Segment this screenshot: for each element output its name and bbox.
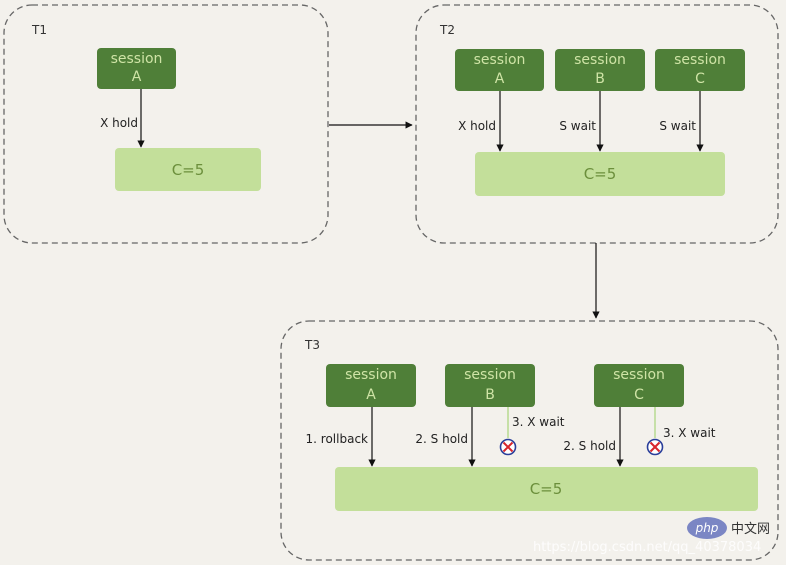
t3-record-box: [335, 467, 758, 511]
t3-edge-a-label: 1. rollback: [306, 432, 369, 446]
t2-session-b: session B: [555, 49, 645, 91]
t2-session-c: session C: [655, 49, 745, 91]
frame-t3-border: [280, 320, 779, 561]
t2-session-a-word: session: [474, 52, 526, 68]
t3-edge-b-wait-label: 3. X wait: [512, 415, 565, 429]
t3-session-b-name: B: [485, 387, 495, 403]
frame-t2: T2 session A session B session C X hold …: [415, 4, 779, 244]
t1-record-box: [115, 148, 261, 191]
t3-session-c-name: C: [634, 387, 644, 403]
t1-session-a: session A: [97, 48, 176, 89]
t3-session-c-box: [594, 364, 684, 407]
frame-t3: T3 session A session B session C 1. roll…: [280, 320, 779, 561]
t2-session-c-box: [655, 49, 745, 91]
t2-session-c-word: session: [674, 52, 726, 68]
frame-t2-border: [415, 4, 779, 244]
t3-edge-b-hold-label: 2. S hold: [415, 432, 468, 446]
t2-session-b-word: session: [574, 52, 626, 68]
t3-edge-c-hold-label: 2. S hold: [563, 439, 616, 453]
t2-session-a-box: [455, 49, 544, 91]
t2-edge-b-label: S wait: [559, 119, 596, 133]
t1-record-text: C=5: [172, 161, 205, 179]
frame-t2-label: T2: [439, 23, 455, 37]
t3-session-b-word: session: [464, 367, 516, 383]
t3-edge-c-wait-label: 3. X wait: [663, 426, 716, 440]
t2-edge-c-label: S wait: [659, 119, 696, 133]
t1-record: C=5: [115, 148, 261, 191]
watermark-logo: php: [695, 521, 719, 535]
t3-session-a-box: [326, 364, 416, 407]
t2-record-box: [475, 152, 725, 196]
t3-session-c: session C: [594, 364, 684, 407]
t2-session-a-name: A: [495, 71, 505, 87]
frame-t1: T1 session A X hold C=5: [3, 4, 329, 244]
t2-record: C=5: [475, 152, 725, 196]
frame-t3-label: T3: [304, 338, 320, 352]
t2-session-b-box: [555, 49, 645, 91]
frame-t1-border: [3, 4, 329, 244]
t3-blocked-icon-c: [646, 438, 664, 456]
t2-edge-a-label: X hold: [458, 119, 496, 133]
t3-record: C=5: [335, 467, 758, 511]
watermark: php 中文网 https://blog.csdn.net/qq_4037803…: [533, 517, 770, 555]
t3-session-a-name: A: [366, 387, 376, 403]
t3-record-text: C=5: [530, 480, 563, 498]
t2-record-text: C=5: [584, 165, 617, 183]
watermark-url: https://blog.csdn.net/qq_40378034: [533, 540, 761, 555]
t2-session-a: session A: [455, 49, 544, 91]
watermark-logo-cn: 中文网: [731, 522, 770, 537]
t1-session-a-box: [97, 48, 176, 89]
watermark-logo-badge: [687, 517, 727, 539]
t1-session-a-word: session: [111, 51, 163, 67]
t3-session-a-word: session: [345, 367, 397, 383]
t1-edge-a-label: X hold: [100, 116, 138, 130]
t3-session-c-word: session: [613, 367, 665, 383]
t2-session-c-name: C: [695, 71, 705, 87]
frame-t1-label: T1: [31, 23, 47, 37]
t3-blocked-icon-b: [499, 438, 517, 456]
t3-session-b: session B: [445, 364, 535, 407]
t3-session-b-box: [445, 364, 535, 407]
t1-session-a-name: A: [132, 69, 142, 85]
t2-session-b-name: B: [595, 71, 605, 87]
t3-session-a: session A: [326, 364, 416, 407]
